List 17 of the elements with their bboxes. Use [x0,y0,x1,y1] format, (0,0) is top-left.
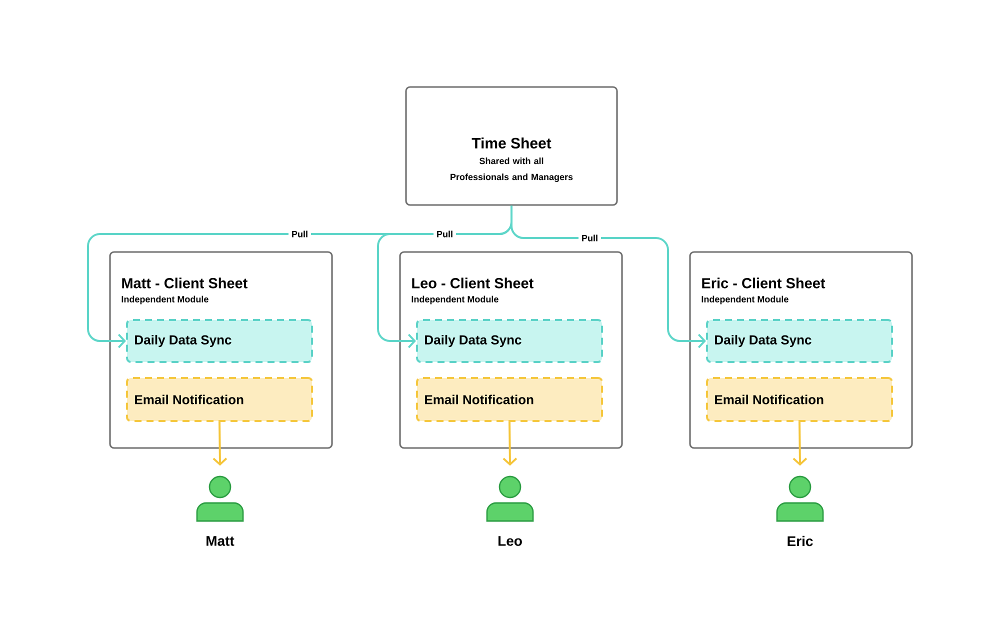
notification-step-box: Email Notification [706,377,893,422]
notification-step-box: Email Notification [416,377,603,422]
person-name: Eric [788,536,813,546]
sync-step-box: Daily Data Sync [706,319,893,363]
arrow [510,206,706,348]
sheet-box: Time Sheet Shared with all Professionals and Managers [405,86,618,206]
person-name: Matt [206,536,234,546]
arrow [212,422,228,466]
arrow [502,422,518,466]
edge-label: Pull [288,228,311,240]
person-name: Leo [498,536,522,546]
sync-step-box: Daily Data Sync [416,319,603,363]
notification-step-box: Email Notification [126,377,313,422]
edge-label: Pull [578,232,601,244]
arrow [792,422,808,466]
edge-label: Pull [434,228,456,240]
sync-step-box: Daily Data Sync [126,319,313,363]
